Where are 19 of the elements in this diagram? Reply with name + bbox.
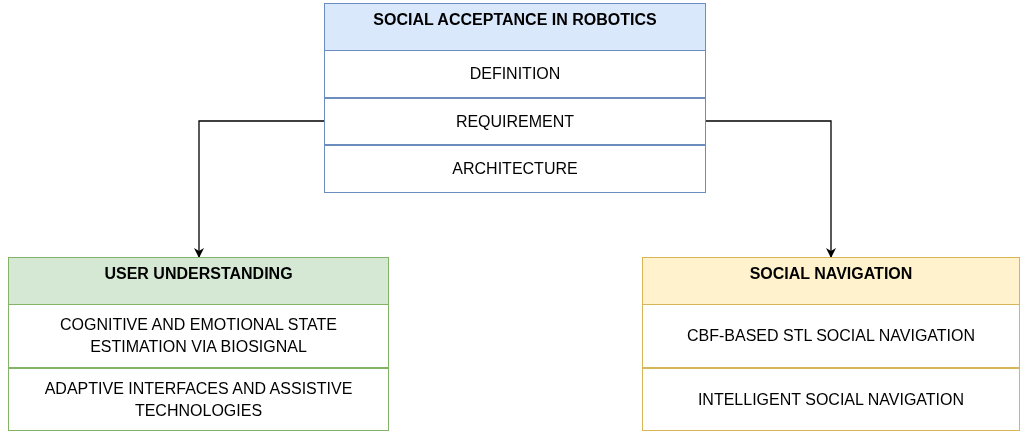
container-box xyxy=(642,257,1020,431)
row-text: ADAPTIVE INTERFACES AND ASSISTIVE TECHNOLOGIES xyxy=(43,378,354,421)
container-heading: USER UNDERSTANDING xyxy=(103,264,294,284)
row-text: COGNITIVE AND EMOTIONAL STATE ESTIMATION VIA BIOSIGNAL xyxy=(58,315,339,357)
list-row xyxy=(324,98,706,145)
container-heading: SOCIAL NAVIGATION xyxy=(748,264,914,284)
connector-arrow xyxy=(194,120,325,258)
row-text: INTELLIGENT SOCIAL NAVIGATION xyxy=(697,389,965,410)
row-text: REQUIREMENT xyxy=(455,111,575,132)
list-row xyxy=(642,304,1020,368)
row-text: DEFINITION xyxy=(469,64,561,84)
connector-arrow xyxy=(705,120,836,258)
row-text: ARCHITECTURE xyxy=(452,159,578,179)
list-row xyxy=(8,304,389,368)
row-text: CBF-BASED STL SOCIAL NAVIGATION xyxy=(686,326,976,346)
container-heading: SOCIAL ACCEPTANCE IN ROBOTICS xyxy=(372,10,658,30)
list-row xyxy=(324,50,706,98)
container-box xyxy=(8,257,389,431)
container-box xyxy=(324,3,706,193)
